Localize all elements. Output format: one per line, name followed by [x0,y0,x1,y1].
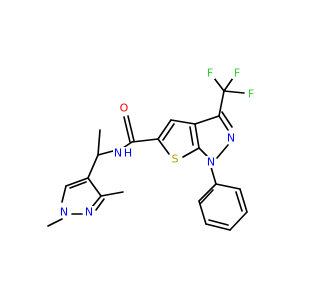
bond-nh-ch [97,150,114,156]
atom-label-background [226,132,236,144]
bond-th-s-c5 [157,138,170,155]
atom-fluorine-top: F [234,67,240,80]
bond-ph-1-double [200,189,214,204]
atom-label-background [84,206,94,218]
bond-ph-6 [215,183,241,190]
atom-label-background [232,67,242,79]
atom-label-background [206,156,216,168]
atom-label-background [205,67,215,79]
atom-label-background [59,206,69,218]
bond-n1-phenyl [210,166,217,185]
bond-ph-2 [198,200,207,225]
bond-th-c5-c4 [157,119,172,140]
atom-pyrazole-nitrogen-2: N [227,132,235,145]
bond-ph-3-double [208,219,229,226]
bond-cf3-f-top [223,77,234,92]
bond-pz-c4-c5 [65,177,89,187]
bond-c-o-double-b [127,115,135,142]
bond-carbonyl-thiophene [131,138,159,143]
atom-methylpyrazole-nitrogen-2: N [85,206,93,219]
bond-fz-n1-c7a [198,147,208,157]
bond-pz-n2-c3-double [95,198,105,211]
atom-label-background [113,147,123,159]
atom-label-background [119,102,129,114]
atom-label-layer: O N H F F F S N N N N [59,67,256,219]
atom-fluorine-left: F [207,67,213,80]
bond-pz-c4-c5-double [69,181,87,189]
bond-th-c5-c4-double [162,123,175,141]
atom-fluorine-right: F [248,88,254,101]
atom-sulfur: S [172,153,179,166]
bond-th-c3a-c7a [194,123,200,149]
atom-amide-hydrogen: H [124,147,132,160]
atom-label-background [123,147,133,159]
bond-th-c4-c3a [170,119,196,125]
atom-label-background [170,153,180,165]
bond-fz-c3-n2-double [221,111,233,128]
bond-ph-5-double [235,191,243,212]
bond-ch-methyl [97,129,101,156]
bond-pz-n2-c3 [91,195,102,208]
bond-ph-3 [205,223,231,231]
atom-pyrazole-nitrogen-1: N [207,156,215,169]
atom-label-background [246,88,256,100]
bond-pz-c3-methyl [100,191,124,197]
bond-fz-n2-n1 [216,144,229,159]
atom-methylpyrazole-nitrogen-1: N [60,206,68,219]
bond-pz-c5-n1 [61,185,67,203]
bond-th-c3a-c7a-double [189,126,194,146]
molecule-structure: O N H F F F S N N N N [47,67,256,231]
bond-ph-4 [229,211,248,231]
bond-pz-n1-methyl [47,218,63,227]
bond-fz-c3-n2 [218,115,229,131]
bond-th-c7a-s [182,147,200,158]
bond-c-o-double-a [123,116,131,143]
bond-cf3 [218,90,225,117]
atom-oxygen: O [120,102,129,115]
bond-ph-1 [198,183,217,202]
bond-fz-c3a-c3 [194,115,220,125]
bond-cf3-f-left [213,77,225,92]
bond-cf3-f-right [223,90,245,94]
atom-amide-nitrogen: N [114,147,122,160]
bond-layer [47,77,248,231]
bond-pz-c3-c4 [87,177,102,197]
bond-ch-pyrazole [87,154,99,179]
bond-ph-5 [239,188,248,213]
